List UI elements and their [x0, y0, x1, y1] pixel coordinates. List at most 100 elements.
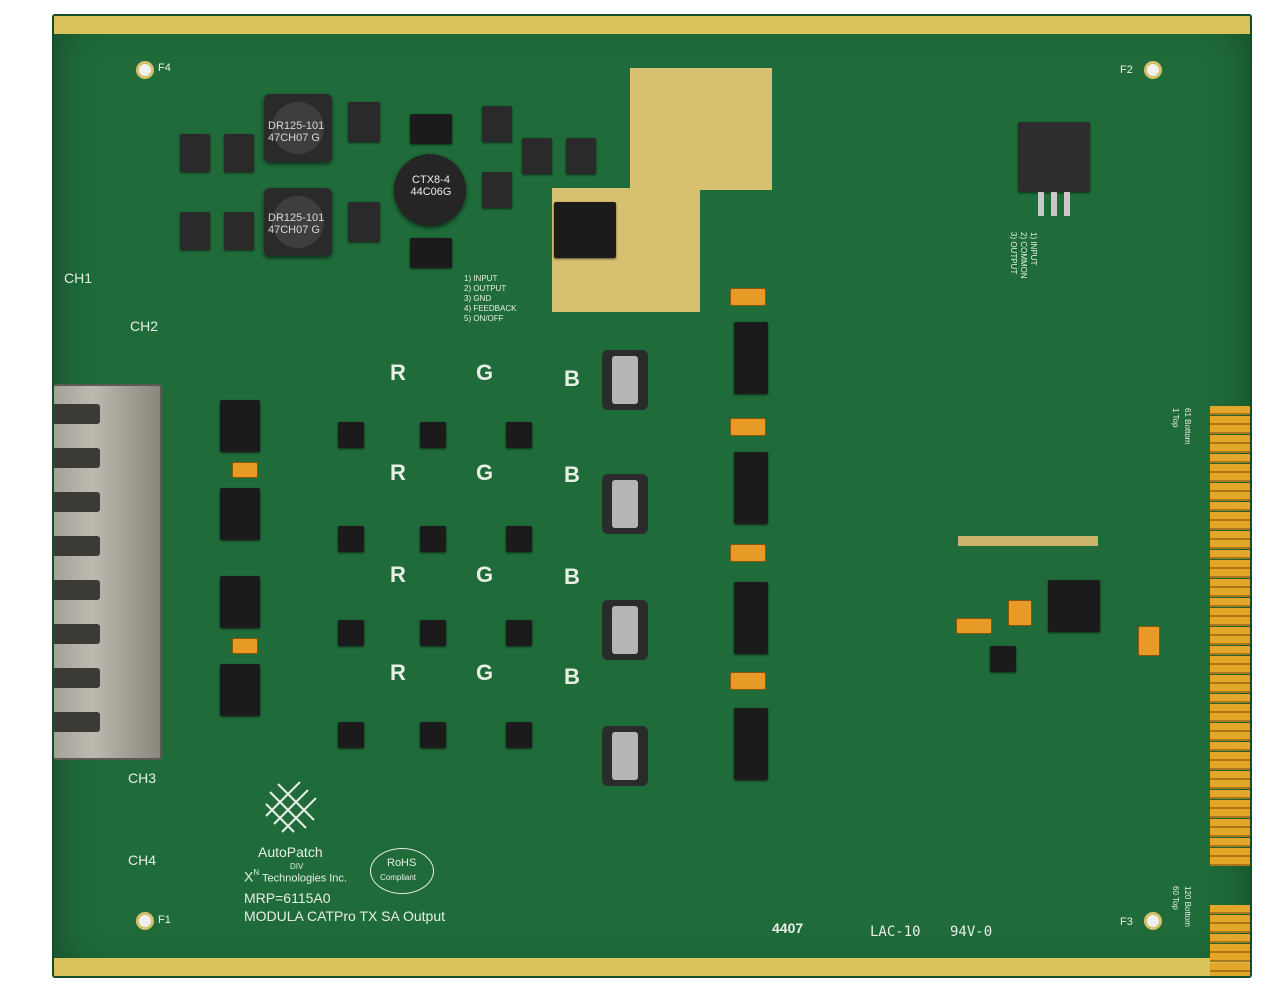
transformer: [602, 600, 648, 660]
edge-finger: [1210, 636, 1250, 646]
rgb-label-r: R: [390, 660, 406, 685]
jack-slot[interactable]: [54, 580, 100, 600]
rgb-label-r: R: [390, 562, 406, 587]
company-sup: N: [253, 868, 260, 877]
edge-finger: [1210, 742, 1250, 751]
edge-finger: [1210, 406, 1250, 415]
jack-slot[interactable]: [54, 404, 100, 424]
tantalum-capacitor: [730, 418, 766, 436]
tantalum-capacitor: [232, 462, 258, 478]
transformer: [602, 474, 648, 534]
ic-chip: [506, 722, 532, 748]
date-code: 4407: [772, 920, 804, 936]
regulator-vr2: [554, 202, 616, 258]
edge-finger: [1210, 770, 1250, 780]
edge-finger: [1210, 598, 1250, 607]
edge-finger: [1210, 559, 1250, 569]
capacitor: [482, 172, 512, 208]
edge-finger: [1210, 703, 1250, 713]
edge-finger: [1210, 943, 1250, 953]
edge-finger: [1210, 655, 1250, 665]
capacitor: [566, 138, 596, 174]
ic-chip: [734, 582, 768, 654]
ic-chip: [734, 452, 768, 524]
mounting-hole: [1144, 912, 1162, 930]
edge-finger: [1210, 425, 1250, 435]
edge-finger: [1210, 434, 1250, 444]
edge-finger: [1210, 713, 1250, 723]
ic-chip: [338, 722, 364, 748]
rgb-label-g: G: [476, 660, 494, 685]
brand-division: DIV: [290, 862, 304, 871]
edge-finger: [1210, 646, 1250, 655]
channel-label: CH4: [128, 852, 157, 868]
rgb-label-b: B: [564, 462, 580, 487]
pinout-line: 5) ON/OFF: [464, 314, 504, 323]
edge-connector: [1210, 406, 1250, 976]
edge-finger: [1210, 818, 1250, 828]
edge-finger: [1210, 665, 1250, 675]
edge-finger: [1210, 722, 1250, 732]
capacitor: [348, 202, 380, 242]
edge-finger: [1210, 962, 1250, 972]
pinout-line: 2) COMMON: [1019, 232, 1028, 279]
pinout-line: 1) INPUT: [464, 274, 498, 283]
tantalum-capacitor: [1138, 626, 1160, 656]
edge-finger: [1210, 780, 1250, 790]
header-p2: [958, 536, 1098, 546]
edge-finger: [1210, 588, 1250, 598]
power-inductor: [264, 94, 332, 162]
edge-finger: [1210, 463, 1250, 473]
capacitor: [482, 106, 512, 142]
jack-slot[interactable]: [54, 492, 100, 512]
edge-finger: [1210, 857, 1250, 867]
jack-slot[interactable]: [54, 624, 100, 644]
jack-slot[interactable]: [54, 536, 100, 556]
edge-finger: [1210, 732, 1250, 742]
tantalum-capacitor: [232, 638, 258, 654]
edge-finger: [1210, 828, 1250, 838]
ic-chip: [338, 422, 364, 448]
ic-chip: [734, 708, 768, 780]
pcb-board: F4 F2 F1 F3 DR125-101 47CH07 G DR125-101…: [52, 14, 1252, 978]
ic-chip: [220, 400, 260, 452]
ic-chip: [420, 722, 446, 748]
tantalum-capacitor: [730, 544, 766, 562]
diode: [410, 238, 452, 268]
ic-chip: [420, 620, 446, 646]
ic-chip: [338, 620, 364, 646]
ic-chip: [220, 576, 260, 628]
rohs-badge: RoHS Compliant: [370, 848, 434, 894]
edge-finger: [1210, 482, 1250, 492]
company-line: XN Technologies Inc.: [244, 868, 347, 886]
regulator-vr1: [1018, 122, 1090, 192]
rj45-connector[interactable]: [54, 384, 162, 760]
pinout-line: 4) FEEDBACK: [464, 304, 517, 313]
transformer: [602, 726, 648, 786]
microcontroller: [1048, 580, 1100, 632]
edge-finger: [1210, 847, 1250, 857]
rgb-label-g: G: [476, 460, 494, 485]
edge-finger: [1210, 569, 1250, 579]
capacitor: [224, 212, 254, 250]
jack-slot[interactable]: [54, 712, 100, 732]
fiducial-label: F4: [158, 62, 171, 74]
jack-slot[interactable]: [54, 448, 100, 468]
rohs-text: Compliant: [380, 873, 417, 882]
rgb-label-b: B: [564, 664, 580, 689]
rgb-label-g: G: [476, 562, 494, 587]
jack-slot[interactable]: [54, 668, 100, 688]
edge-finger: [1210, 761, 1250, 771]
tantalum-capacitor: [730, 288, 766, 306]
pinout-line: 3) GND: [464, 294, 492, 303]
ic-chip: [220, 488, 260, 540]
mounting-hole: [136, 912, 154, 930]
part-number: MRP=6115A0: [244, 890, 331, 906]
capacitor: [348, 102, 380, 142]
company-x: X: [244, 868, 254, 885]
edge-finger: [1210, 674, 1250, 684]
tantalum-capacitor: [730, 672, 766, 690]
edge-finger: [1210, 799, 1250, 809]
lac-code: LAC-10: [870, 924, 921, 940]
edge-label: 60 Top: [1171, 886, 1180, 910]
